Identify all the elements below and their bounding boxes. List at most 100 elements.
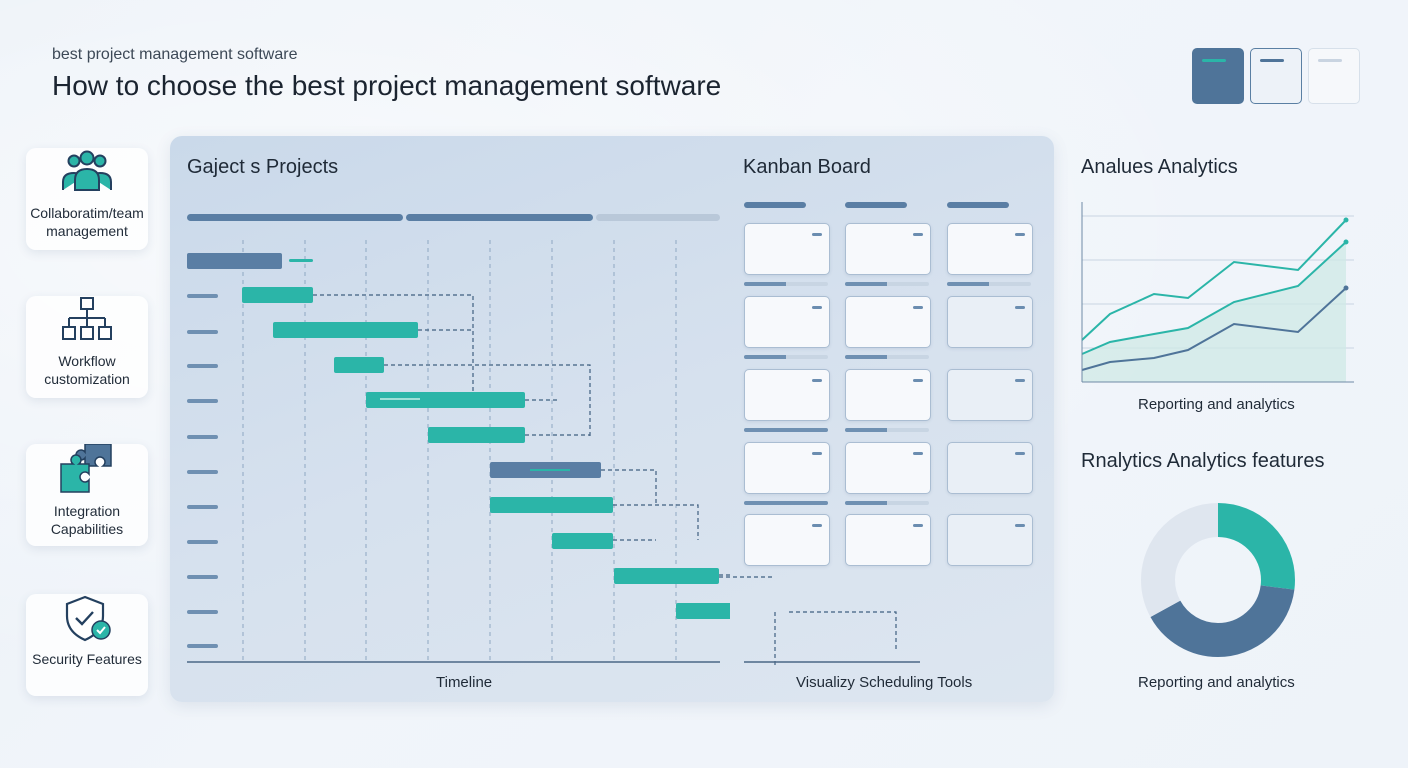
scheduling-tools-label: Visualizy Scheduling Tools (796, 674, 973, 691)
view-switcher (1192, 48, 1360, 104)
gantt-task-bar[interactable] (273, 322, 418, 338)
gantt-grid (242, 240, 677, 662)
kanban-card[interactable] (947, 223, 1033, 275)
gantt-header-bar (187, 214, 403, 221)
kanban-card[interactable] (744, 296, 830, 348)
kanban-progress-bar (845, 428, 929, 432)
view-button-kanban[interactable] (1250, 48, 1302, 104)
gantt-task-bar[interactable] (428, 427, 525, 443)
gantt-bar-highlight (380, 398, 420, 400)
card-menu-icon (913, 452, 923, 455)
kanban-card[interactable] (845, 442, 931, 494)
gantt-task-bar[interactable] (676, 603, 730, 619)
features-title: Rnalytics Analytics features (1081, 450, 1325, 472)
puzzle-icon (60, 444, 112, 493)
card-menu-icon (812, 379, 822, 382)
shield-check-icon (65, 595, 111, 642)
kanban-card[interactable] (744, 442, 830, 494)
gantt-task-bar[interactable] (242, 287, 313, 303)
kanban-card[interactable] (845, 296, 931, 348)
kanban-progress-fill (744, 355, 786, 359)
sidebar-item-label: Integration Capabilities (50, 503, 124, 537)
features-donut-chart (1141, 503, 1295, 657)
kanban-card[interactable] (947, 514, 1033, 566)
card-menu-icon (913, 306, 923, 309)
gantt-chart (187, 214, 730, 663)
chart-area (1082, 242, 1346, 382)
view-bar-icon (1318, 59, 1342, 62)
kanban-card[interactable] (845, 514, 931, 566)
kanban-column-header[interactable] (947, 202, 1009, 208)
kanban-column-header[interactable] (845, 202, 907, 208)
chart-series-line (1081, 287, 1347, 371)
kanban-progress-bar (744, 355, 828, 359)
card-menu-icon (812, 452, 822, 455)
features-caption: Reporting and analytics (1138, 674, 1295, 691)
gantt-connector-overlay (719, 576, 920, 666)
sidebar-item-integration[interactable]: Integration Capabilities (26, 444, 148, 546)
kanban-progress-fill (744, 428, 828, 432)
kanban-progress-bar (744, 501, 828, 505)
gantt-dependencies (313, 294, 730, 576)
card-menu-icon (913, 379, 923, 382)
kanban-progress-fill (845, 428, 887, 432)
kanban-card[interactable] (744, 223, 830, 275)
kanban-card[interactable] (744, 514, 830, 566)
gantt-header-bar (596, 214, 720, 221)
kanban-progress-fill (744, 282, 786, 286)
kanban-progress-bar (744, 282, 828, 286)
kanban-column-header[interactable] (744, 202, 806, 208)
kanban-progress-bar (947, 282, 1031, 286)
chart-point (1343, 239, 1349, 245)
gantt-task-bar[interactable] (614, 568, 719, 584)
kanban-card[interactable] (845, 369, 931, 421)
chart-point (1343, 285, 1349, 291)
kanban-progress-bar (845, 355, 929, 359)
kanban-card[interactable] (947, 369, 1033, 421)
page-title: How to choose the best project managemen… (52, 70, 722, 101)
kanban-progress-fill (845, 501, 887, 505)
timeline-label: Timeline (436, 674, 493, 691)
gantt-task-bar[interactable] (490, 497, 613, 513)
kanban-progress-bar (845, 501, 929, 505)
kanban-card[interactable] (845, 223, 931, 275)
project-panel: Gajeсt s Projects Kanban Board Timeline … (170, 136, 1054, 702)
gantt-task-bar[interactable] (552, 533, 613, 549)
card-menu-icon (913, 524, 923, 527)
sidebar-item-security[interactable]: Security Features (26, 594, 148, 696)
gantt-task-bar[interactable] (366, 392, 525, 408)
kanban-title: Kanban Board (743, 156, 871, 178)
card-menu-icon (1015, 452, 1025, 455)
analytics-title: Analues Analytics (1081, 156, 1238, 178)
gantt-row-markers (187, 294, 218, 648)
kanban-progress-bar (845, 282, 929, 286)
analytics-line-chart (1081, 202, 1354, 383)
sidebar-item-label: Workflow customization (44, 353, 130, 387)
chart-series-line (1081, 219, 1347, 341)
donut-slice (1141, 503, 1295, 657)
kanban-progress-fill (947, 282, 989, 286)
view-button-gantt[interactable] (1192, 48, 1244, 104)
sidebar-item-label: Security Features (32, 651, 142, 667)
view-button-analytics[interactable] (1308, 48, 1360, 104)
workflow-icon (62, 297, 112, 340)
kanban-progress-fill (744, 501, 828, 505)
view-bar-icon (1260, 59, 1284, 62)
gantt-task-bar[interactable] (187, 253, 282, 269)
card-menu-icon (812, 306, 822, 309)
donut-slice (1141, 503, 1295, 657)
kanban-card[interactable] (744, 369, 830, 421)
gantt-header-bar (406, 214, 593, 221)
gantt-title: Gajeсt s Projects (187, 156, 339, 178)
sidebar-item-collaboration[interactable]: Collaboratim/team management (26, 148, 148, 250)
kanban-progress-fill (845, 282, 887, 286)
kanban-card[interactable] (947, 442, 1033, 494)
chart-point (1343, 217, 1349, 223)
team-icon (62, 150, 112, 191)
kanban-card[interactable] (947, 296, 1033, 348)
gantt-bar-highlight (530, 469, 570, 471)
view-bar-icon (1202, 59, 1226, 62)
sidebar-item-workflow[interactable]: Workflow customization (26, 296, 148, 398)
gantt-task-bar[interactable] (334, 357, 384, 373)
